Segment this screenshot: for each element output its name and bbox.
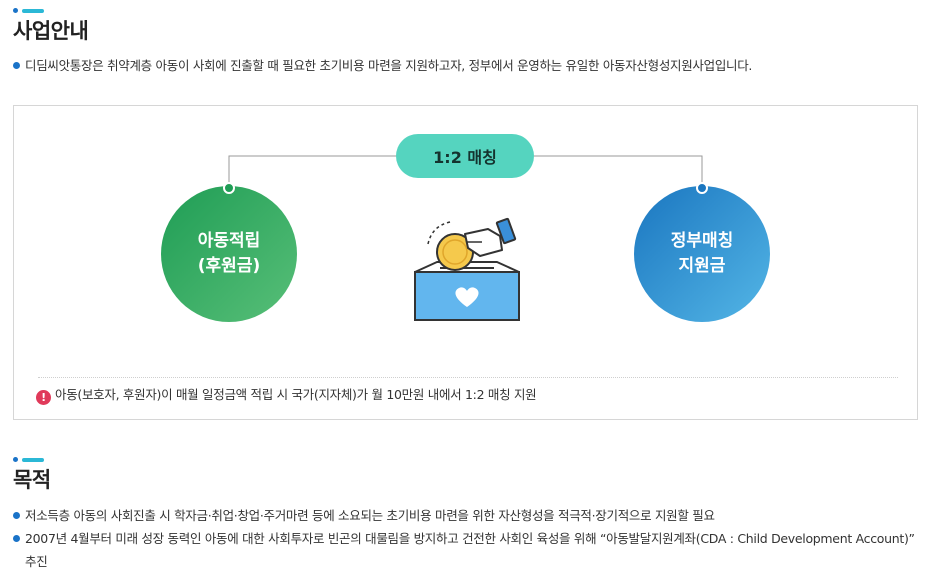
government-matching-line1: 정부매칭 — [670, 231, 734, 251]
section-title-business: 사업안내 — [13, 19, 89, 43]
child-savings-line2: (후원금) — [197, 256, 261, 276]
diagram-box — [13, 105, 918, 420]
purpose-item-1: 저소득층 아동의 사회진출 시 학자금·취업·창업·주거마련 등에 소요되는 초… — [13, 505, 715, 527]
purpose-item-2-continued: 추진 — [25, 554, 48, 569]
child-savings-circle: 아동적립 (후원금) — [161, 186, 297, 322]
heart-icon — [455, 287, 479, 307]
coin-donation-box-icon — [414, 217, 520, 321]
purpose-item-2: 2007년 4월부터 미래 성장 동력인 아동에 대한 사회투자로 빈곤의 대물… — [13, 528, 915, 550]
matching-pill: 1:2 매칭 — [396, 134, 534, 178]
child-savings-line1: 아동적립 — [197, 231, 261, 251]
matching-note: !아동(보호자, 후원자)이 매월 일정금액 적립 시 국가(지자체)가 월 1… — [36, 384, 537, 406]
government-matching-line2: 지원금 — [678, 256, 726, 276]
alert-icon: ! — [36, 390, 51, 405]
bullet-icon — [13, 512, 20, 519]
section-title-purpose: 목적 — [13, 468, 51, 492]
intro-text: 디딤씨앗통장은 취약계층 아동이 사회에 진출할 때 필요한 초기비용 마련을 … — [13, 55, 752, 77]
bullet-icon — [13, 62, 20, 69]
bullet-icon — [13, 535, 20, 542]
note-divider — [38, 377, 898, 378]
